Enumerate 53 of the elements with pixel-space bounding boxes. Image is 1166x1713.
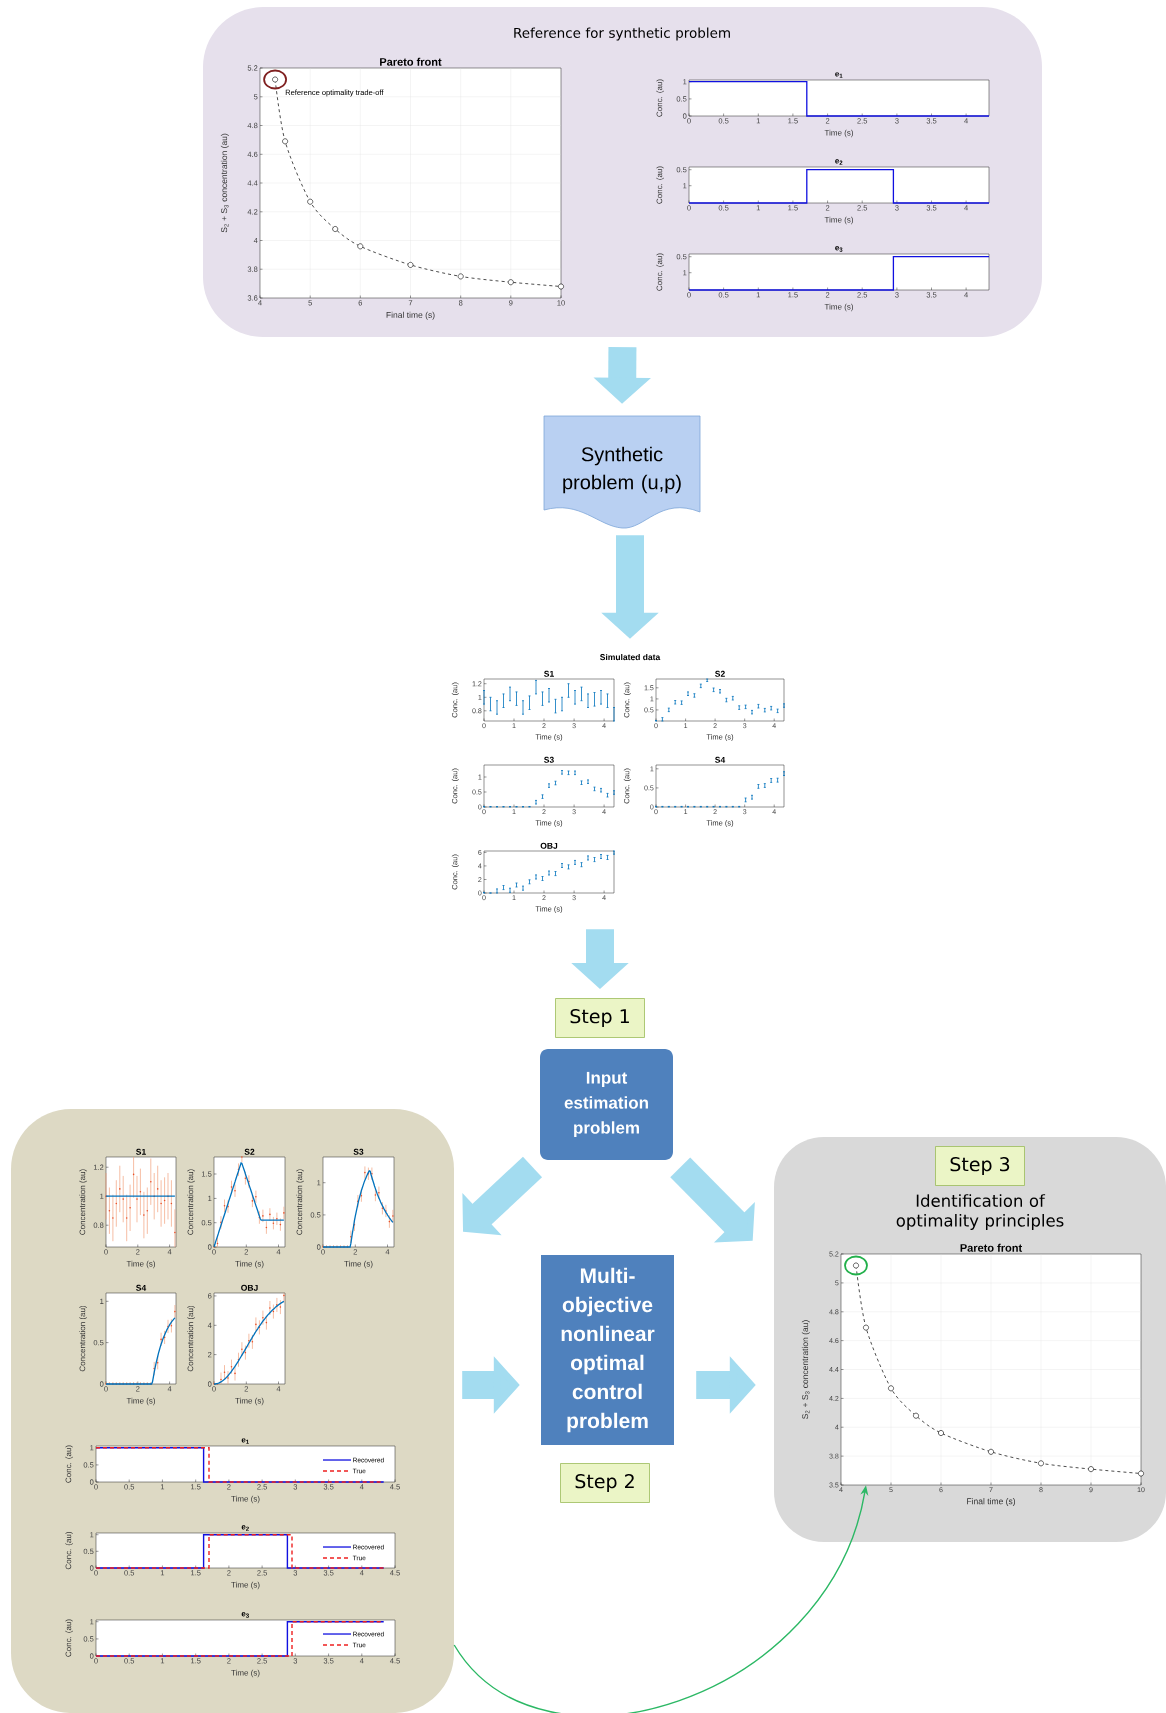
axis-label: S$_{2}$ + S$_{3}$ concentration (au): [801, 1320, 810, 1419]
plot-title: S1: [544, 670, 554, 677]
step-box: Step 1: [555, 998, 645, 1038]
process-box: Input estimation problem: [540, 1049, 673, 1160]
step-box: Step 2: [560, 1463, 650, 1503]
axis-label: Time (s): [126, 1260, 155, 1269]
process-box: Multi-objective nonlinear optimal control problem: [541, 1255, 674, 1445]
group-title: Simulated data: [600, 653, 661, 661]
axis-label: Concentration (au): [79, 1169, 87, 1235]
axis-label: Time (s): [231, 1669, 260, 1678]
axis-label: S$_{2}$ + S$_{3}$ concentration (au): [220, 133, 229, 233]
plot-title: e$_{1}$: [241, 1438, 249, 1444]
plot-title: OBJ: [540, 842, 558, 849]
plot-title: S3: [544, 756, 554, 763]
arrow: [462, 1156, 543, 1236]
plot-title: S2: [715, 670, 725, 677]
axis-label: Time (s): [824, 216, 853, 225]
axis-label: Conc. (au): [656, 253, 664, 291]
plot-title: e$_{1}$: [835, 72, 843, 78]
plot-title: S4: [136, 1284, 147, 1291]
plot-title: e$_{3}$: [835, 246, 843, 252]
axis-label: Concentration (au): [79, 1305, 87, 1372]
plot-title: Pareto front: [380, 57, 442, 66]
plot-title: e$_{2}$: [835, 159, 843, 165]
plot-title: e$_{2}$: [241, 1525, 249, 1531]
axis-label: Final time (s): [967, 1498, 1015, 1506]
axis-label: Time (s): [235, 1397, 264, 1406]
axis-label: Time (s): [231, 1495, 260, 1504]
axis-label: Time (s): [126, 1397, 155, 1406]
axis-label: Final time (s): [386, 311, 435, 320]
axis-label: Time (s): [235, 1260, 264, 1269]
plot-title: S2: [244, 1148, 255, 1155]
plot-title: OBJ: [241, 1284, 258, 1291]
axis-label: Concentration (au): [296, 1169, 304, 1235]
panel-title: Identification of optimality principles: [896, 1194, 1064, 1230]
axis-label: Time (s): [824, 303, 853, 312]
axis-label: Time (s): [231, 1581, 260, 1590]
axis-label: Conc. (au): [65, 1619, 73, 1657]
axis-label: Conc. (au): [656, 166, 664, 204]
plot-title: Pareto front: [960, 1243, 1023, 1252]
plot-title: S3: [353, 1148, 364, 1155]
axis-label: Conc. (au): [65, 1532, 73, 1570]
axis-label: Conc. (au): [656, 79, 664, 117]
axis-label: Concentration (au): [187, 1305, 195, 1372]
plot-title: S4: [715, 756, 726, 763]
axis-label: Time (s): [824, 129, 853, 138]
plot-title: S1: [136, 1148, 146, 1155]
axis-label: Time (s): [344, 1260, 373, 1269]
axis-label: Conc. (au): [65, 1445, 73, 1483]
panel-title: Reference for synthetic problem: [514, 27, 730, 41]
axis-label: Concentration (au): [187, 1169, 195, 1235]
step-box: Step 3: [935, 1146, 1025, 1186]
plot-title: e$_{3}$: [241, 1612, 249, 1618]
